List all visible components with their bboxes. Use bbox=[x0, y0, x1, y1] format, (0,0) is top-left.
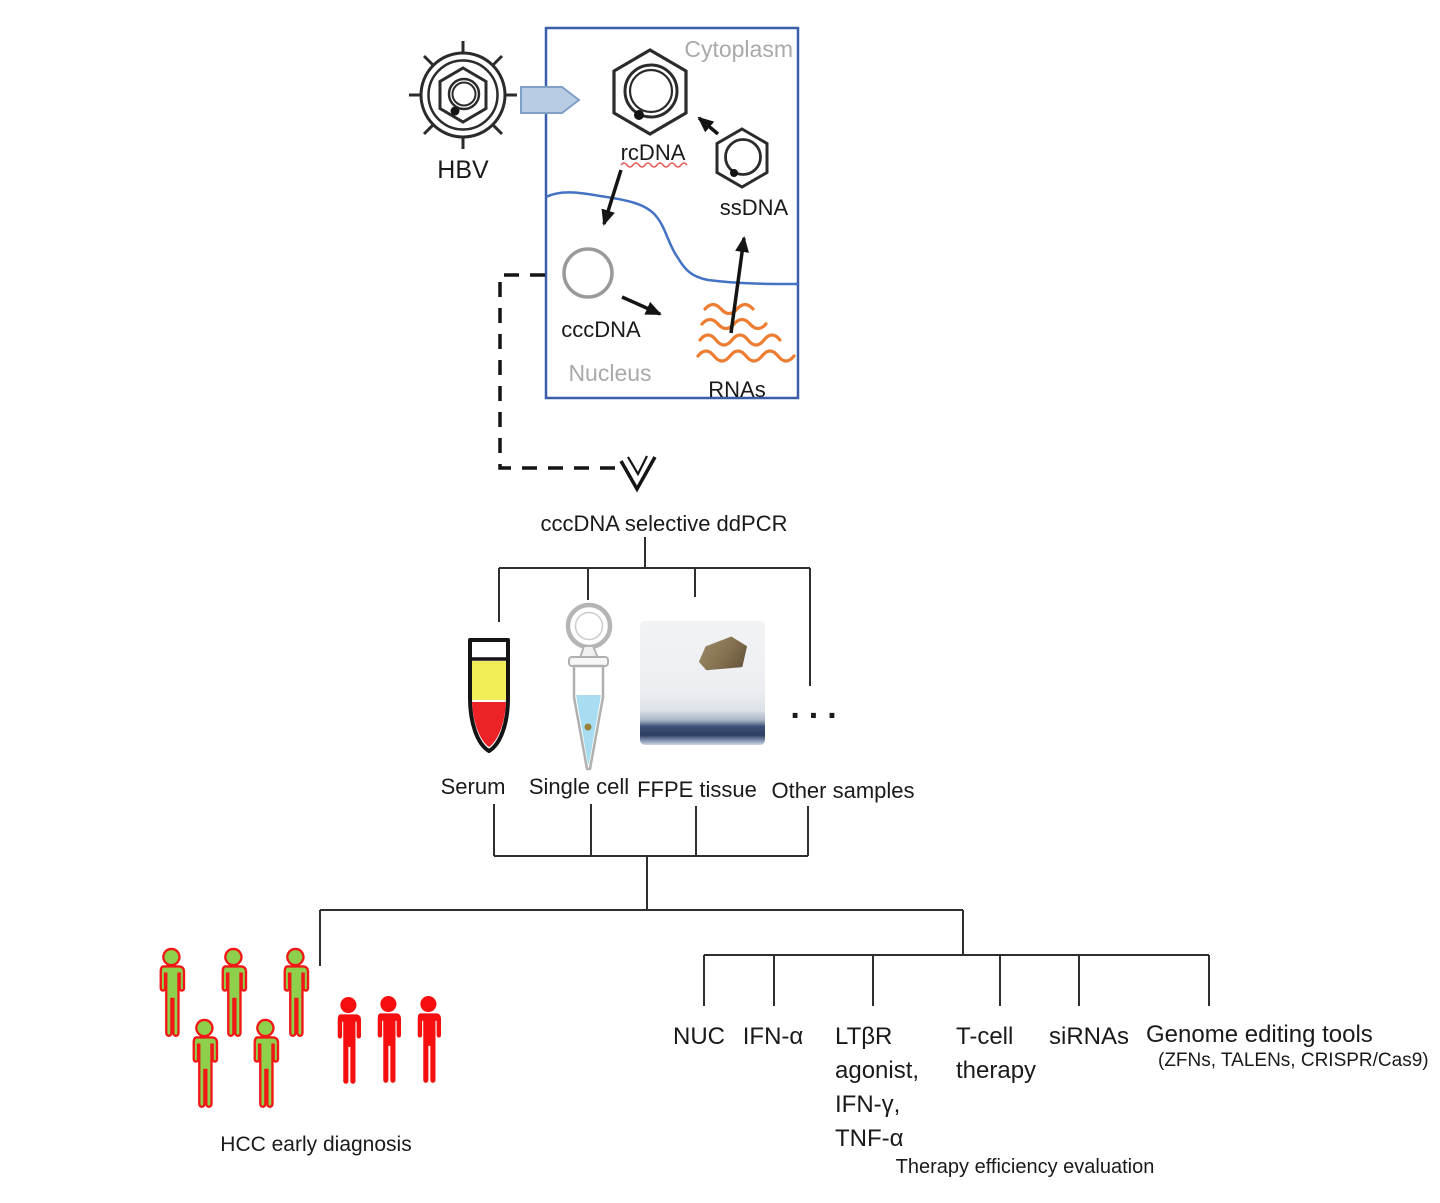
single-cell-tube-icon bbox=[565, 602, 613, 771]
dashed-connector-arrowhead bbox=[619, 455, 657, 493]
cell-entry-arrow bbox=[520, 86, 581, 114]
hbv-label: HBV bbox=[437, 156, 489, 184]
nucleus-label: Nucleus bbox=[568, 360, 652, 386]
sample-label-other: Other samples bbox=[771, 778, 915, 803]
cytoplasm-label: Cytoplasm bbox=[684, 36, 793, 62]
therapy-label-sirnas: siRNAs bbox=[1048, 1023, 1130, 1050]
tree-outcome-branch bbox=[319, 909, 964, 966]
therapy-label-tcell: T-cell therapy bbox=[956, 1023, 1037, 1084]
therapy-label-ifn-a: IFN-α bbox=[742, 1023, 804, 1050]
therapy-label-nuc: NUC bbox=[673, 1023, 725, 1050]
serum-tube-icon bbox=[468, 638, 510, 753]
rcdna-icon bbox=[612, 48, 688, 136]
person-icon-green bbox=[253, 1018, 280, 1108]
dashed-connector bbox=[498, 273, 626, 470]
ssdna-icon bbox=[715, 127, 769, 189]
cccdna-label: cccDNA bbox=[561, 317, 641, 342]
hcc-people-group bbox=[159, 947, 442, 1108]
cccdna-icon bbox=[562, 247, 614, 299]
therapy-label-ltbr: LTβR agonist, IFN-γ, TNF-α bbox=[835, 1023, 920, 1152]
rcdna-label: rcDNA bbox=[620, 140, 686, 165]
hbv-virion-icon bbox=[409, 41, 517, 149]
arrow-cccdna-to-rnas bbox=[621, 295, 662, 316]
person-icon-red bbox=[417, 995, 442, 1083]
other-samples-dots: ... bbox=[790, 688, 846, 726]
person-icon-red bbox=[377, 995, 402, 1083]
hcc-diagnosis-label: HCC early diagnosis bbox=[220, 1133, 412, 1156]
rna-squiggles-icon bbox=[696, 302, 796, 363]
tree-converge-branch bbox=[493, 804, 809, 910]
sample-label-serum: Serum bbox=[440, 774, 506, 799]
rnas-label: RNAs bbox=[708, 377, 766, 402]
genome-editing-sublabel: (ZFNs, TALENs, CRISPR/Cas9) bbox=[1158, 1050, 1429, 1071]
person-icon-green bbox=[221, 947, 248, 1037]
sample-label-single-cell: Single cell bbox=[528, 774, 630, 799]
arrow-rcdna-to-nucleus bbox=[601, 169, 623, 226]
ssdna-label: ssDNA bbox=[719, 195, 789, 220]
therapy-evaluation-label: Therapy efficiency evaluation bbox=[895, 1156, 1155, 1178]
tree-therapy-branch bbox=[703, 954, 1210, 1006]
arrow-ssdna-to-rcdna bbox=[697, 116, 720, 136]
person-icon-red bbox=[337, 996, 362, 1084]
sample-label-ffpe: FFPE tissue bbox=[637, 777, 757, 802]
arrow-rnas-to-ssdna bbox=[729, 236, 750, 334]
ffpe-tissue-photo bbox=[640, 621, 765, 745]
person-icon-green bbox=[283, 947, 310, 1037]
person-icon-green bbox=[192, 1018, 219, 1108]
therapy-label-genome-editing: Genome editing tools bbox=[1146, 1021, 1373, 1048]
person-icon-green bbox=[159, 947, 186, 1037]
nuclear-membrane bbox=[545, 191, 799, 286]
ddpcr-label: cccDNA selective ddPCR bbox=[540, 511, 788, 536]
rcdna-underline-squiggle bbox=[620, 162, 688, 168]
tissue-sample bbox=[696, 634, 750, 673]
tree-samples-branch bbox=[498, 537, 811, 686]
